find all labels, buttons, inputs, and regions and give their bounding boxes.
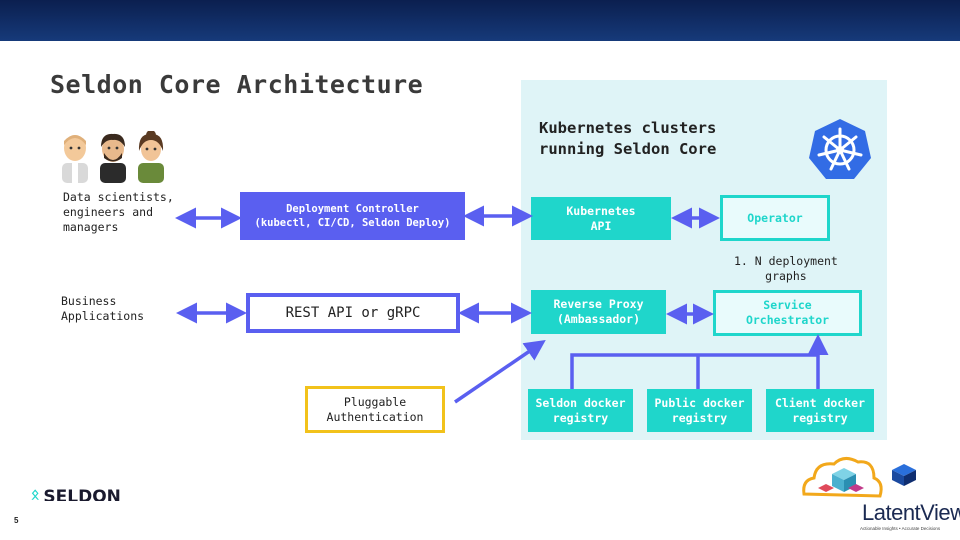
rest-api-box: REST API or gRPC [246,293,460,333]
deployment-graphs-label: 1. N deployment graphs [734,254,838,283]
operator-box: Operator [720,195,830,241]
service-orchestrator-box: Service Orchestrator [713,290,862,336]
reverse-proxy-box: Reverse Proxy (Ambassador) [531,290,666,334]
kubernetes-api-box: Kubernetes API [531,197,671,240]
kubernetes-icon [809,119,871,179]
deployment-controller-box: Deployment Controller (kubectl, CI/CD, S… [240,192,465,240]
avatar-engineer [100,133,126,183]
pluggable-authentication-box: Pluggable Authentication [305,386,445,433]
avatar-manager [138,131,164,183]
data-scientists-label: Data scientists, engineers and managers [63,190,174,234]
page-title: Seldon Core Architecture [50,70,424,99]
kubernetes-cluster-title: Kubernetes clusters running Seldon Core [539,119,717,158]
latentview-wordmark: LatentView [862,500,960,525]
avatar-data-scientist [62,135,88,183]
latentview-tagline: Actionable Insights • Accurate Decisions [860,526,941,531]
client-docker-registry-box: Client docker registry [766,389,874,432]
seldon-logo: ᛟ SELDON [31,487,121,501]
public-docker-registry-box: Public docker registry [647,389,752,432]
seldon-logo-text: SELDON [43,487,121,501]
seldon-docker-registry-box: Seldon docker registry [528,389,633,432]
seldon-mark-icon: ᛟ [31,487,40,501]
page-number: 5 [14,516,19,525]
business-applications-label: Business Applications [61,294,145,323]
header-bar [0,0,960,41]
latentview-logo-icon [802,457,916,498]
